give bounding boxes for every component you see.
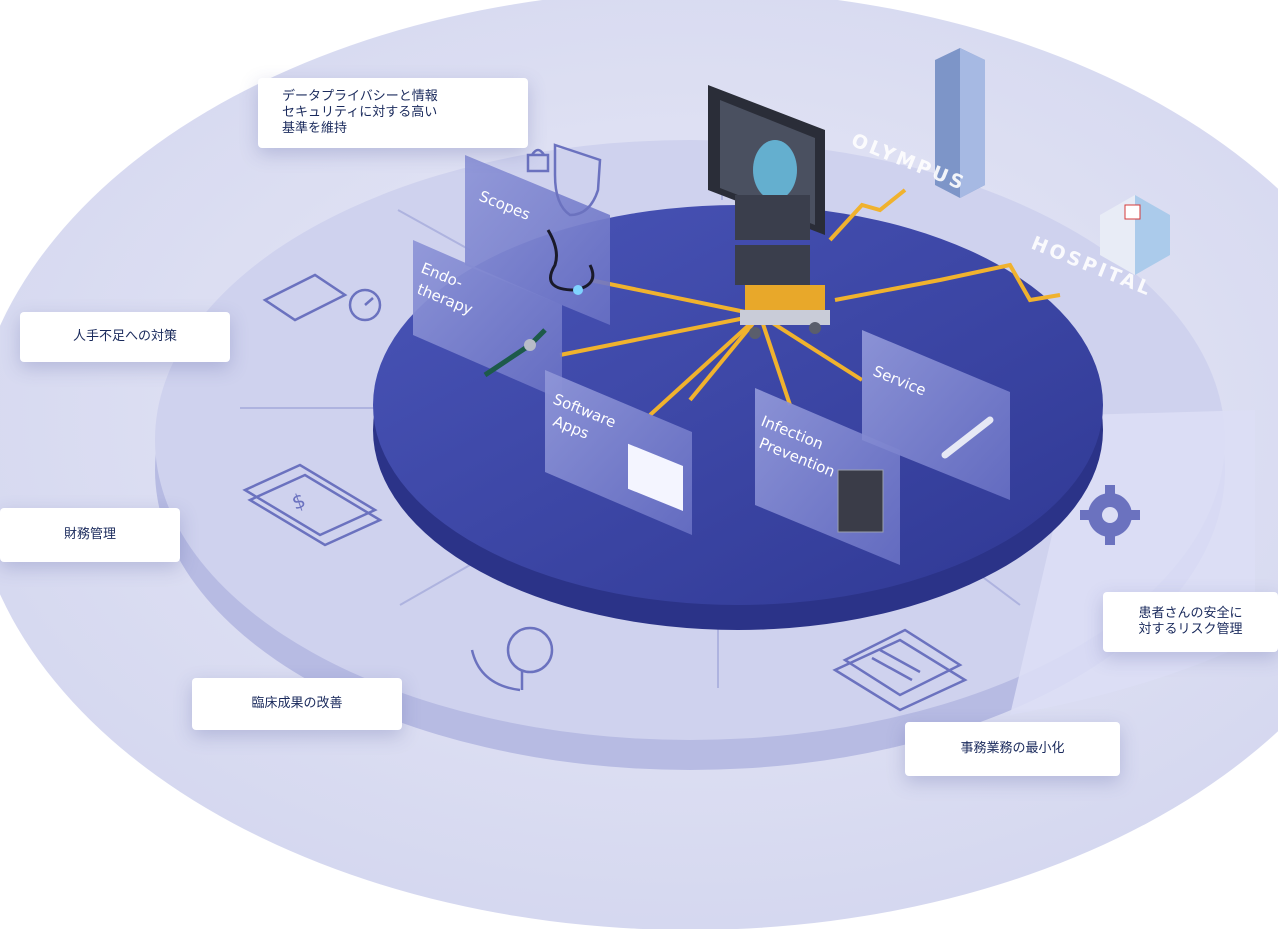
panel-service[interactable]: Service <box>862 330 1010 500</box>
panel-scopes[interactable]: Scopes <box>465 155 610 325</box>
callout-data-privacy: データプライバシーと情報 セキュリティに対する高い 基準を維持 <box>258 78 528 148</box>
panel-software-apps[interactable]: Software Apps <box>545 370 692 535</box>
callout-finance-text: 財務管理 <box>63 527 116 542</box>
office-tower-icon <box>935 48 985 198</box>
callout-finance: 財務管理 <box>0 508 180 562</box>
gear-icon <box>1080 485 1140 545</box>
documents-stack-icon <box>832 628 968 712</box>
callout-clinical: 臨床成果の改善 <box>192 678 402 730</box>
shield-lock-icon <box>526 143 602 217</box>
panel-endotherapy[interactable]: Endo- therapy <box>413 240 562 400</box>
callout-staffing: 人手不足への対策 <box>20 312 230 362</box>
panel-infection-prevention[interactable]: Infection Prevention <box>755 388 900 565</box>
software-screen-icon <box>628 443 683 511</box>
endoscopy-tower <box>708 85 830 339</box>
callout-clinical-text: 臨床成果の改善 <box>251 696 343 711</box>
callout-patient-safety-text: 患者さんの安全に 対するリスク管理 <box>1138 606 1243 637</box>
scope-device-icon <box>546 229 595 292</box>
hospital-building-icon <box>1100 195 1170 275</box>
callout-patient-safety: 患者さんの安全に 対するリスク管理 <box>1103 592 1278 652</box>
wrench-icon <box>941 416 994 459</box>
lightbulb-cycle-icon <box>470 626 554 692</box>
callout-staffing-text: 人手不足への対策 <box>72 329 177 344</box>
callout-admin: 事務業務の最小化 <box>905 722 1120 776</box>
washer-cabinet-icon <box>837 469 884 533</box>
connector-lines <box>559 188 1061 417</box>
callout-admin-text: 事務業務の最小化 <box>960 741 1065 756</box>
callout-data-privacy-text: データプライバシーと情報 セキュリティに対する高い 基準を維持 <box>282 89 438 136</box>
calendar-clock-icon <box>262 273 382 322</box>
